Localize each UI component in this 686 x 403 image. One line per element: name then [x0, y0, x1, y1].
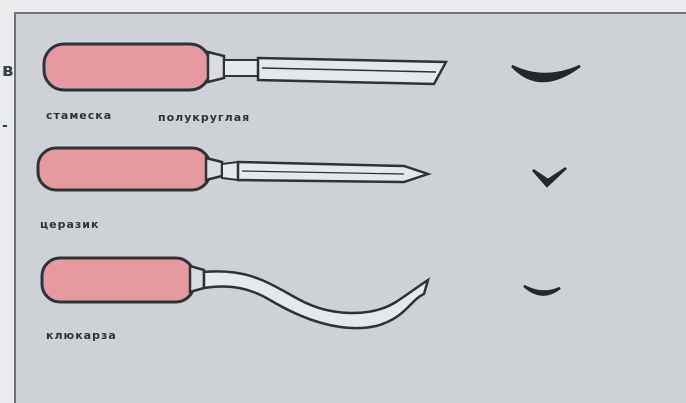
- v-chisel: [38, 148, 428, 190]
- bent-gouge-handle: [42, 258, 194, 302]
- bent-gouge-profile: [524, 286, 560, 295]
- bent-gouge-ferrule: [190, 266, 204, 292]
- semicircular-chisel: [44, 44, 446, 90]
- v-profile: [533, 168, 566, 186]
- tool-label-1b: полукруглая: [158, 111, 250, 124]
- bent-gouge: [42, 258, 428, 328]
- semicircular-profile: [512, 66, 580, 81]
- chisel-neck: [224, 60, 258, 76]
- v-chisel-ferrule: [206, 158, 222, 180]
- chisel-ferrule: [208, 52, 224, 82]
- bent-gouge-blade: [204, 271, 428, 328]
- chisel-handle: [44, 44, 210, 90]
- tool-label-1a: стамеска: [46, 109, 112, 122]
- v-chisel-neck: [222, 162, 238, 180]
- v-chisel-handle: [38, 148, 210, 190]
- tool-label-3: клюкарза: [46, 329, 117, 342]
- tool-label-2: церазик: [40, 218, 99, 231]
